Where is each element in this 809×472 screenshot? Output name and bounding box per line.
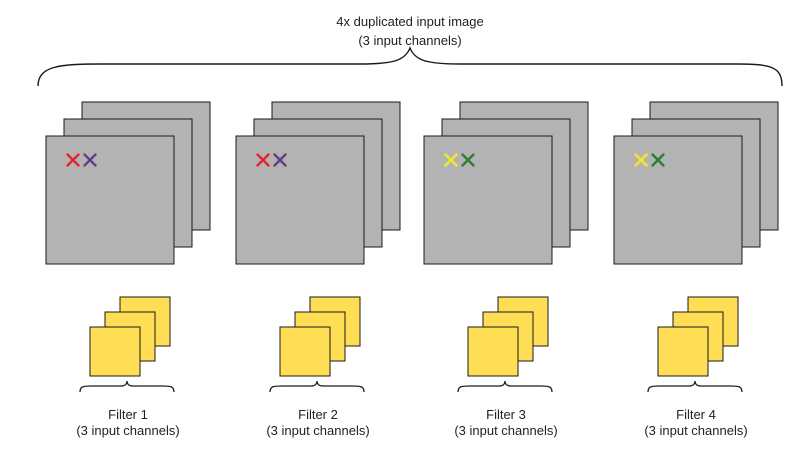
filter-brace xyxy=(79,380,175,393)
filter-channel-3 xyxy=(467,326,519,377)
filter-group-2: Filter 2(3 input channels) xyxy=(235,101,401,438)
filter-groups: Filter 1(3 input channels)Filter 2(3 inp… xyxy=(45,101,779,438)
input-channel-3 xyxy=(423,135,553,265)
header-title: 4x duplicated input image xyxy=(336,14,483,29)
cross-mark-icon xyxy=(273,153,287,167)
filter-subtitle: (3 input channels) xyxy=(266,423,369,438)
filter-title: Filter 4 xyxy=(676,407,716,422)
input-channel-3 xyxy=(235,135,365,265)
filter-group-4: Filter 4(3 input channels) xyxy=(613,101,779,438)
filter-channel-3 xyxy=(279,326,331,377)
filter-channel-3 xyxy=(657,326,709,377)
cross-mark-icon xyxy=(66,153,80,167)
filter-subtitle: (3 input channels) xyxy=(454,423,557,438)
header-subtitle: (3 input channels) xyxy=(358,33,461,48)
filter-title: Filter 2 xyxy=(298,407,338,422)
filter-brace xyxy=(269,380,365,393)
input-channel-3 xyxy=(45,135,175,265)
top-brace xyxy=(37,46,783,87)
cross-mark-icon xyxy=(651,153,665,167)
cross-mark-icon xyxy=(256,153,270,167)
filter-group-3: Filter 3(3 input channels) xyxy=(423,101,589,438)
filter-group-1: Filter 1(3 input channels) xyxy=(45,101,211,438)
cross-mark-icon xyxy=(634,153,648,167)
filter-title: Filter 1 xyxy=(108,407,148,422)
filter-channel-3 xyxy=(89,326,141,377)
cross-mark-icon xyxy=(444,153,458,167)
cross-mark-icon xyxy=(461,153,475,167)
cross-mark-icon xyxy=(83,153,97,167)
input-channel-3 xyxy=(613,135,743,265)
filter-brace xyxy=(647,380,743,393)
filter-subtitle: (3 input channels) xyxy=(76,423,179,438)
filter-subtitle: (3 input channels) xyxy=(644,423,747,438)
filter-title: Filter 3 xyxy=(486,407,526,422)
filter-brace xyxy=(457,380,553,393)
